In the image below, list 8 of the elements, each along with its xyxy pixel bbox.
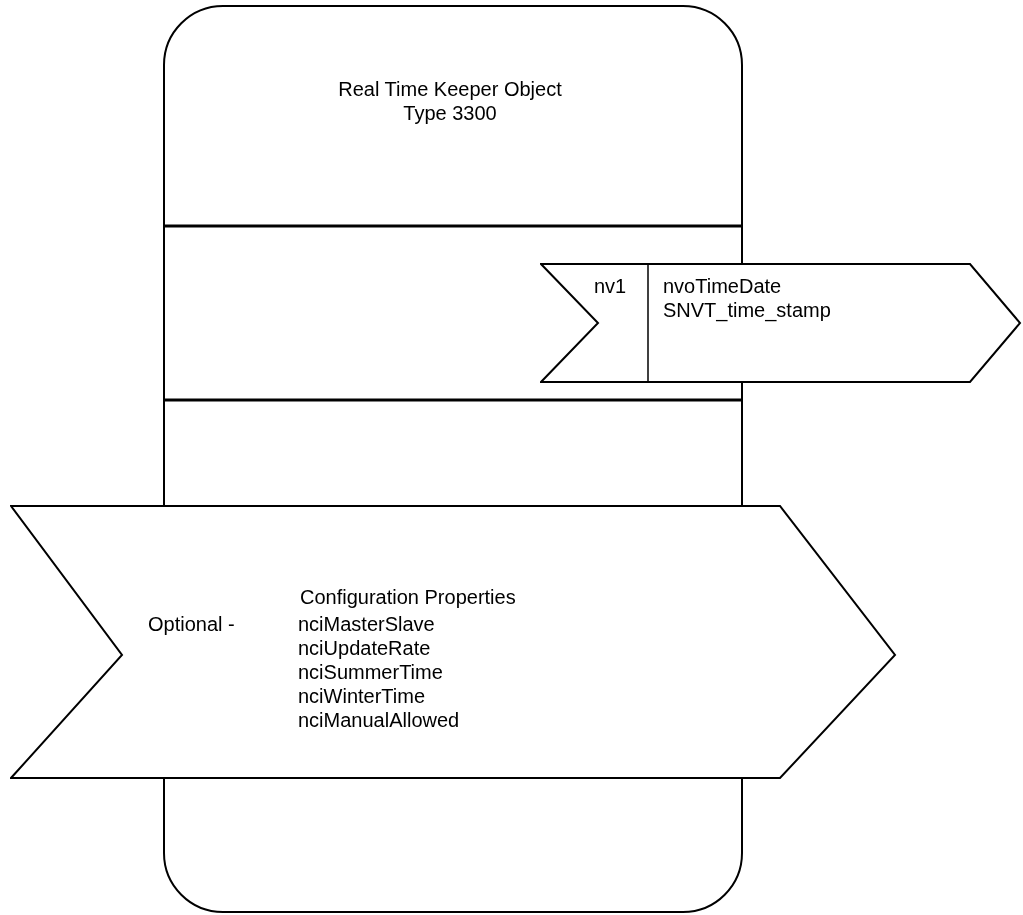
output-arrow xyxy=(540,263,1022,383)
config-heading: Configuration Properties xyxy=(300,585,516,609)
optional-label: Optional - xyxy=(148,612,235,636)
config-property-list: nciMasterSlave nciUpdateRate nciSummerTime nciWinterTime nciManualAllowed xyxy=(298,612,498,732)
nv-number: nv1 xyxy=(594,274,627,298)
config-arrow xyxy=(10,505,898,780)
object-title: Real Time Keeper Object Type 3300 xyxy=(337,77,563,125)
nv-name: nvoTimeDate SNVT_time_stamp xyxy=(663,274,832,322)
